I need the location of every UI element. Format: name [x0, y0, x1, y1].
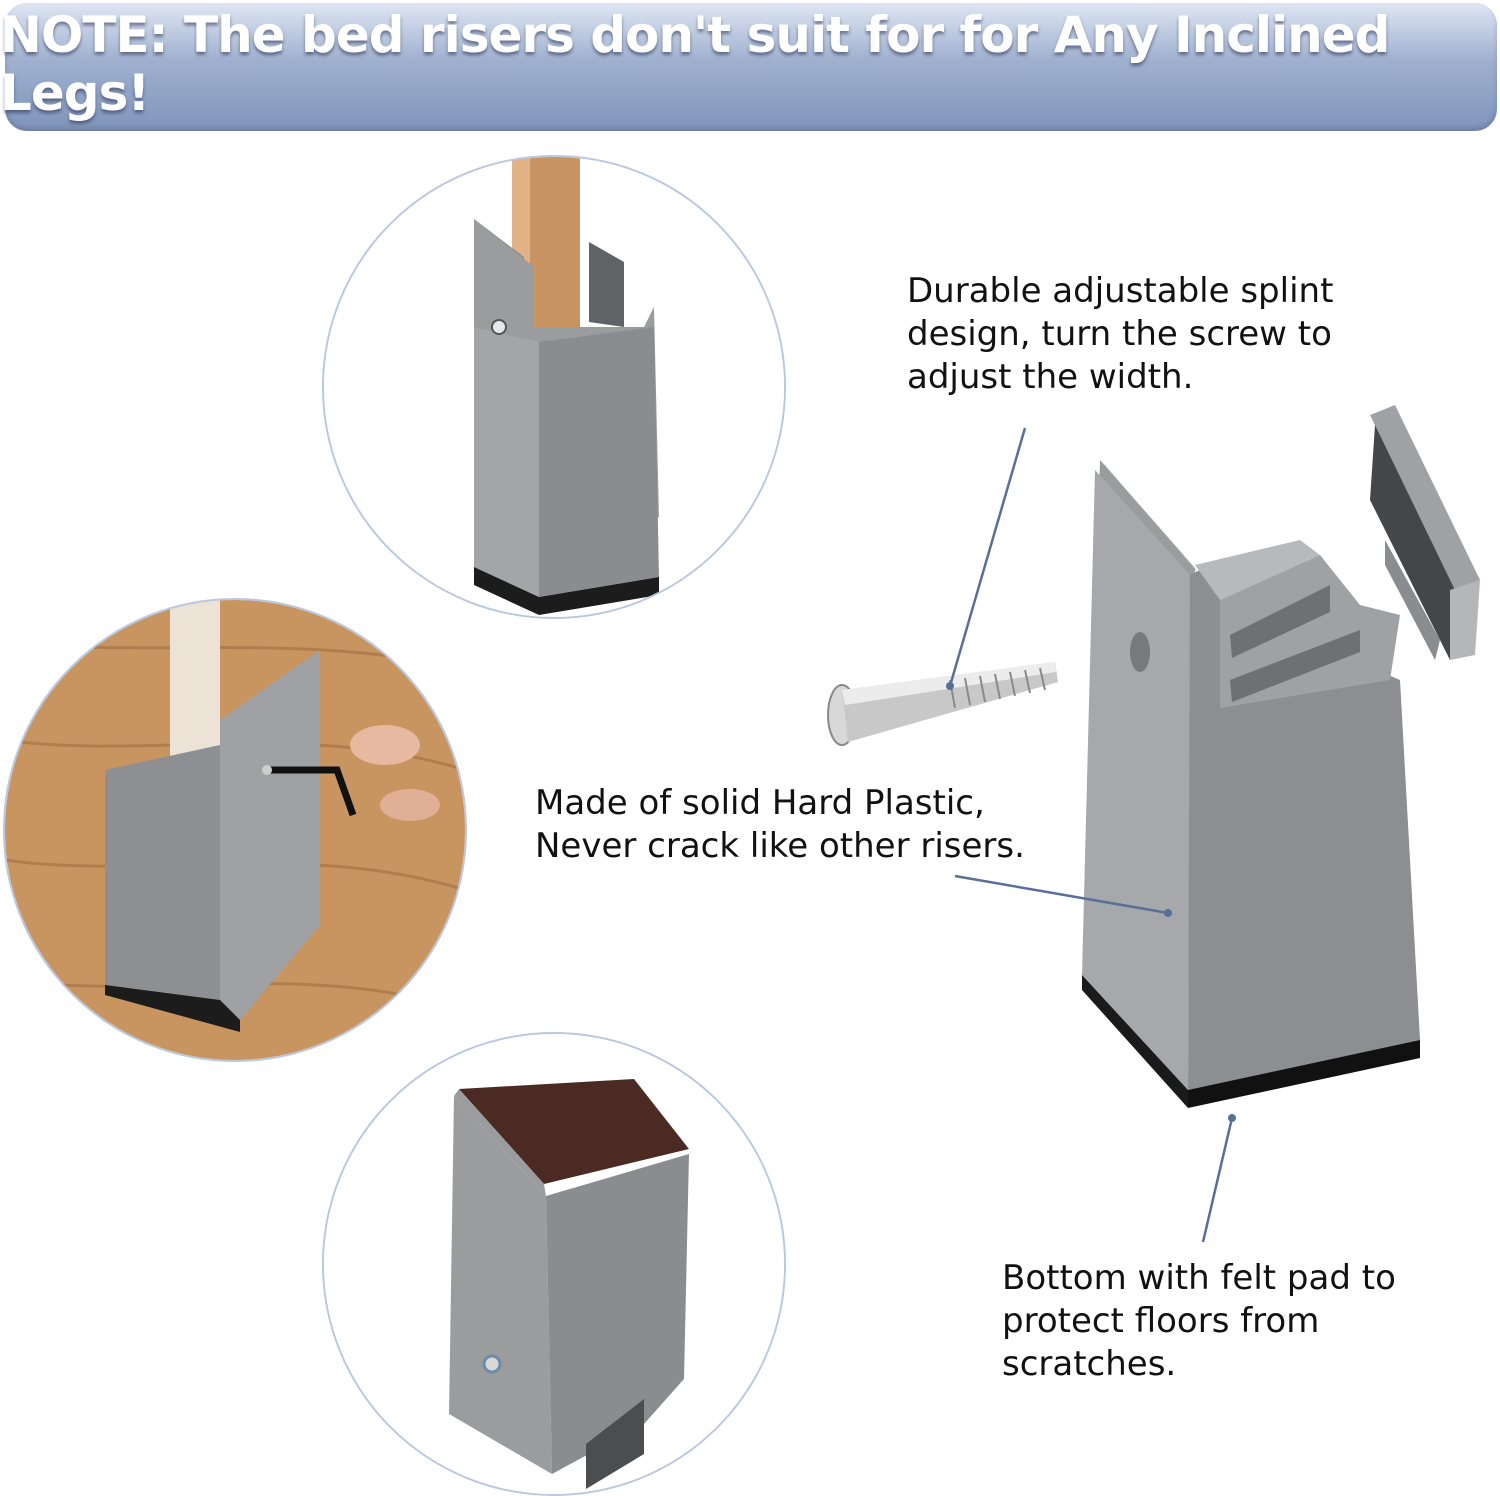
installed-riser-circle — [3, 598, 467, 1062]
wooden-leg-riser-circle — [322, 155, 786, 619]
felt-callout-text: Bottom with felt pad to protect floors f… — [1002, 1258, 1396, 1384]
riser-body-illustration — [1082, 460, 1420, 1108]
wooden-leg-riser-image — [324, 157, 784, 617]
installed-riser-image — [5, 600, 465, 1060]
exploded-riser-figure — [827, 405, 1480, 1108]
splint-callout-text: Durable adjustable splint design, turn t… — [907, 271, 1334, 397]
splint-plate-illustration — [1370, 405, 1480, 660]
felt-pad-riser-image — [324, 1034, 784, 1494]
note-banner-text: NOTE: The bed risers don't suit for for … — [0, 6, 1390, 122]
note-banner — [5, 3, 1497, 131]
felt-pad-riser-circle — [322, 1032, 786, 1496]
material-callout-text: Made of solid Hard Plastic, Never crack … — [535, 783, 1025, 866]
screw-illustration — [827, 662, 1058, 746]
